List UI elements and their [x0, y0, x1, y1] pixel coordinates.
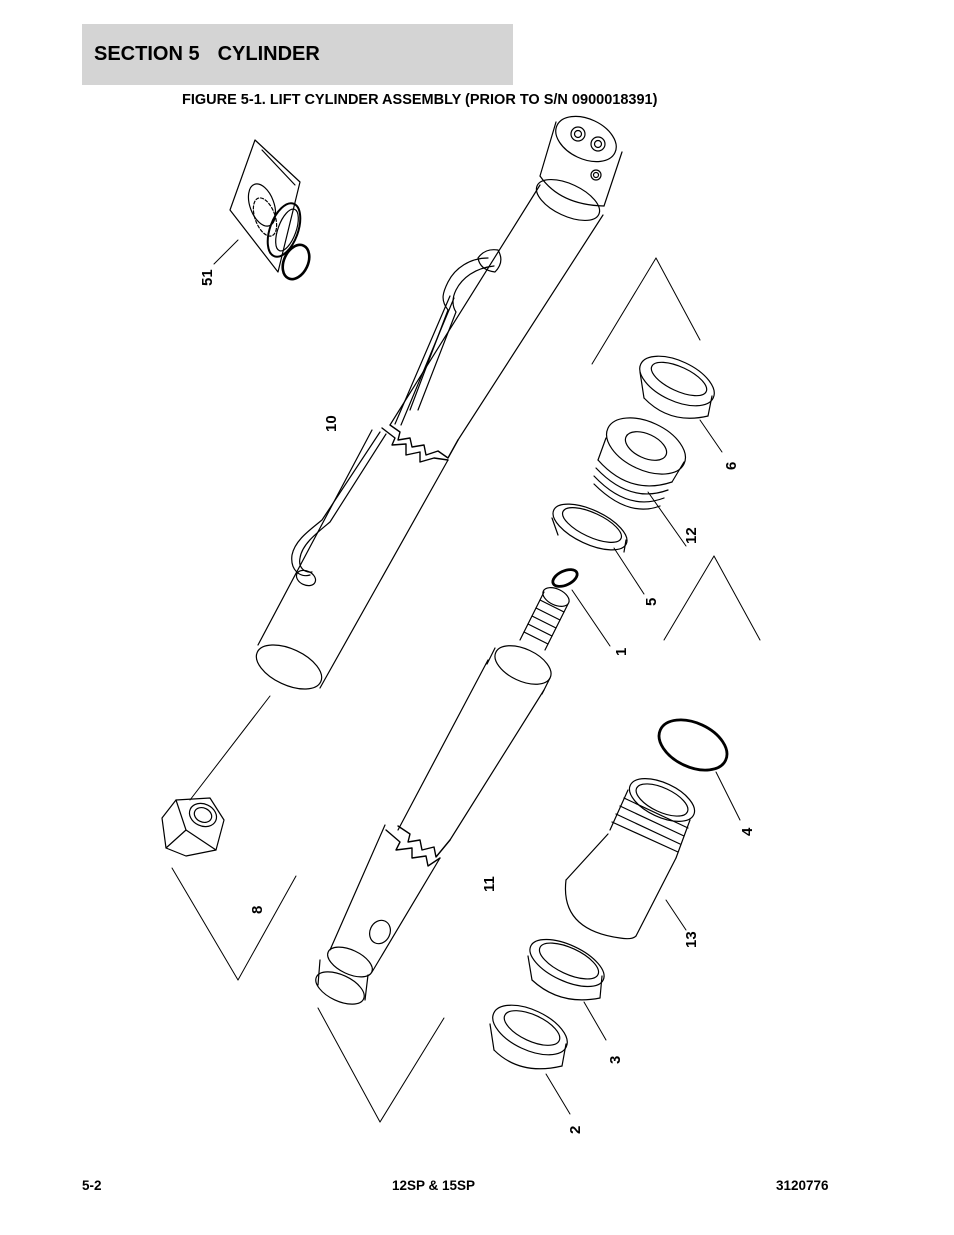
callout-51: 51: [199, 269, 216, 286]
large-o-ring: [657, 555, 761, 821]
o-ring: [551, 568, 611, 647]
callout-4: 4: [739, 827, 756, 836]
callout-10: 10: [323, 415, 340, 432]
callout-6: 6: [723, 462, 740, 470]
section-name: CYLINDER: [217, 43, 320, 65]
cylinder-barrel: [189, 115, 623, 801]
callout-5: 5: [643, 598, 660, 606]
figure-title: FIGURE 5-1. LIFT CYLINDER ASSEMBLY (PRIO…: [182, 92, 658, 108]
callout-3: 3: [607, 1056, 624, 1064]
callout-1: 1: [613, 648, 630, 656]
piston: [593, 417, 687, 547]
callout-11: 11: [481, 876, 498, 892]
callout-12: 12: [683, 527, 700, 544]
footer-page-number: 5-2: [82, 1178, 102, 1193]
footer-models: 12SP & 15SP: [392, 1178, 476, 1193]
rod-seal: [591, 257, 723, 453]
spacer: [527, 938, 607, 1041]
callout-8: 8: [249, 906, 266, 914]
section-header: SECTION 5 CYLINDER: [82, 24, 513, 85]
footer-doc-number: 3120776: [776, 1178, 829, 1193]
wear-ring: [551, 503, 645, 595]
seal-kit-bag: [213, 139, 311, 281]
callout-13: 13: [683, 931, 700, 948]
cylinder-rod: [315, 587, 570, 1123]
lock-nut: [161, 797, 297, 981]
section-number: SECTION 5: [94, 43, 200, 65]
wiper: [489, 1004, 571, 1115]
callout-2: 2: [567, 1126, 584, 1134]
cylinder-head: [564, 778, 696, 940]
